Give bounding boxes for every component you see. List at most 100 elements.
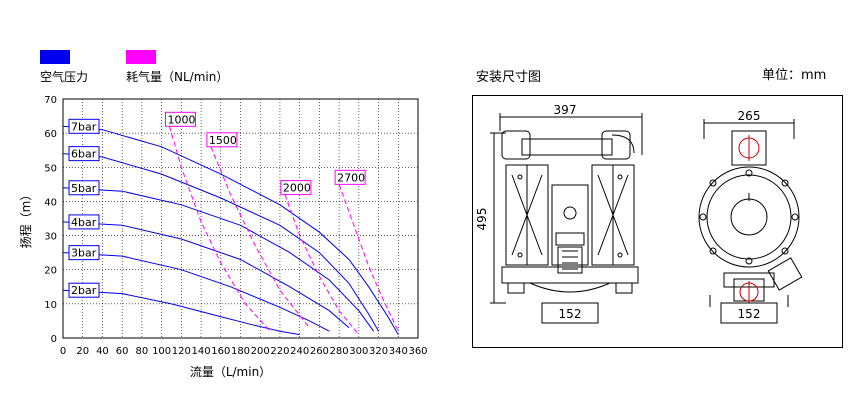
x-tick-label: 360 bbox=[408, 346, 427, 357]
pressure-label-5bar: 5bar bbox=[71, 182, 97, 195]
legend-label-air: 耗气量（NL/min） bbox=[126, 70, 229, 84]
y-tick-label: 40 bbox=[44, 197, 57, 208]
air-curve-2000 bbox=[284, 194, 360, 335]
pressure-label-7bar: 7bar bbox=[71, 120, 97, 133]
pressure-curve-7bar bbox=[62, 125, 399, 335]
y-axis-label: 扬程（m） bbox=[18, 189, 33, 249]
air-label-1000: 1000 bbox=[168, 113, 196, 126]
x-tick-label: 220 bbox=[270, 346, 289, 357]
top-port-left bbox=[501, 130, 531, 160]
x-tick-label: 300 bbox=[349, 346, 368, 357]
x-axis-label: 流量（L/min） bbox=[190, 365, 271, 379]
air-label-box bbox=[280, 180, 312, 196]
muffler-block bbox=[555, 232, 585, 246]
side-base-dim-box bbox=[720, 302, 778, 324]
bolt bbox=[517, 174, 523, 180]
x-tick-label: 160 bbox=[211, 346, 230, 357]
front-view bbox=[490, 113, 643, 324]
front-base-value: 152 bbox=[559, 307, 582, 321]
pressure-label-box bbox=[68, 180, 100, 196]
foot-right bbox=[615, 282, 633, 294]
bolt bbox=[709, 247, 717, 255]
air-curve-1000 bbox=[169, 126, 271, 332]
pressure-label-box bbox=[68, 146, 100, 162]
y-tick-label: 60 bbox=[44, 129, 57, 140]
bolt bbox=[699, 213, 707, 221]
legend-swatch-air bbox=[126, 50, 156, 64]
pressure-label-box bbox=[68, 282, 100, 298]
air-label-1500: 1500 bbox=[209, 134, 237, 147]
legend-swatch-pressure bbox=[40, 50, 70, 64]
x-tick-label: 180 bbox=[231, 346, 250, 357]
bottom-manifold bbox=[501, 266, 639, 284]
bolt bbox=[781, 179, 789, 187]
y-tick-label: 70 bbox=[44, 95, 57, 106]
center-body bbox=[551, 184, 589, 266]
base-dim-box bbox=[541, 302, 599, 324]
pressure-curve-6bar bbox=[62, 153, 380, 332]
air-curve-1500 bbox=[210, 146, 310, 329]
unit-label: 单位：mm bbox=[762, 68, 827, 83]
x-tick-label: 120 bbox=[172, 346, 191, 357]
bolt bbox=[745, 257, 753, 265]
drawing-title: 安装尺寸图 bbox=[476, 70, 542, 85]
manifold-curve bbox=[611, 134, 635, 154]
x-tick-label: 200 bbox=[251, 346, 270, 357]
x-tick-label: 20 bbox=[76, 346, 89, 357]
performance-chart: 7bar6bar5bar4bar3bar2bar1000150020002700… bbox=[18, 95, 428, 379]
bolt bbox=[791, 213, 799, 221]
bolt bbox=[745, 169, 753, 177]
side-base-value: 152 bbox=[738, 307, 761, 321]
pressure-curve-4bar bbox=[62, 221, 350, 329]
pressure-label-4bar: 4bar bbox=[71, 216, 97, 229]
x-tick-label: 60 bbox=[116, 346, 129, 357]
bolt bbox=[617, 174, 623, 180]
y-tick-label: 0 bbox=[51, 334, 57, 345]
x-tick-label: 320 bbox=[369, 346, 388, 357]
air-label-2000: 2000 bbox=[283, 182, 311, 195]
bolt bbox=[781, 247, 789, 255]
side-top-port bbox=[731, 130, 767, 166]
x-tick-label: 140 bbox=[192, 346, 211, 357]
plot-frame bbox=[62, 98, 419, 339]
top-manifold bbox=[521, 138, 613, 156]
air-label-box bbox=[206, 132, 238, 148]
front-height-value: 495 bbox=[475, 208, 489, 231]
air-curve-2700 bbox=[338, 184, 399, 332]
pressure-label-2bar: 2bar bbox=[71, 284, 97, 297]
x-tick-label: 0 bbox=[60, 346, 66, 357]
pressure-label-3bar: 3bar bbox=[71, 247, 97, 260]
pressure-curve-3bar bbox=[62, 252, 330, 332]
muffler bbox=[557, 246, 583, 274]
x-tick-label: 80 bbox=[136, 346, 149, 357]
front-width-value: 397 bbox=[554, 103, 577, 117]
side-width-value: 265 bbox=[738, 109, 761, 123]
bolt bbox=[617, 252, 623, 258]
air-valve bbox=[563, 206, 577, 220]
pressure-label-box bbox=[68, 245, 100, 261]
legend-label-pressure: 空气压力 bbox=[40, 70, 89, 84]
y-tick-label: 30 bbox=[44, 232, 57, 243]
air-label-box bbox=[334, 169, 366, 185]
air-label-box bbox=[165, 111, 196, 127]
x-tick-label: 260 bbox=[310, 346, 329, 357]
foot-left bbox=[507, 282, 525, 294]
side-air-inlet bbox=[767, 257, 803, 291]
side-view bbox=[698, 119, 803, 324]
y-tick-label: 10 bbox=[44, 300, 57, 311]
x-tick-label: 280 bbox=[330, 346, 349, 357]
chart-series bbox=[62, 125, 399, 336]
y-tick-label: 20 bbox=[44, 266, 57, 277]
air-label-2700: 2700 bbox=[337, 171, 365, 184]
x-tick-label: 40 bbox=[96, 346, 109, 357]
bolt bbox=[517, 252, 523, 258]
chart-grid bbox=[63, 99, 418, 338]
side-diaphragm-inner bbox=[706, 174, 792, 260]
pressure-label-box bbox=[68, 214, 100, 230]
pump-drawing: 397 495 152 265 152 bbox=[475, 103, 803, 324]
x-tick-label: 100 bbox=[152, 346, 171, 357]
top-port-right bbox=[601, 130, 631, 160]
pressure-curve-2bar bbox=[62, 289, 300, 336]
side-diaphragm-outer bbox=[698, 166, 800, 268]
